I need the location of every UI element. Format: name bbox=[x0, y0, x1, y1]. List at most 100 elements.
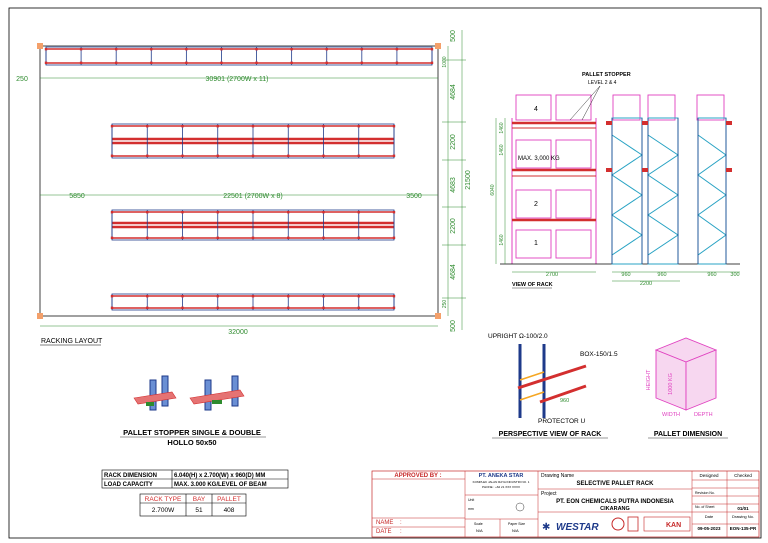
racking-layout-label: RACKING LAYOUT bbox=[41, 338, 103, 345]
pallet-load bbox=[555, 229, 592, 259]
capacity-label: MAX. 3,000 KG bbox=[518, 156, 560, 162]
pallet-load bbox=[555, 139, 592, 169]
level-label: 2 bbox=[534, 201, 538, 208]
drawing-name-label: Drawing Name bbox=[541, 473, 574, 479]
dim-left-offset: 250 bbox=[16, 76, 28, 83]
pallet-load bbox=[515, 189, 552, 219]
spec-table: RACK DIMENSION 6.040(H) x 2.700(W) x 960… bbox=[101, 469, 289, 517]
dim-width: 2700 bbox=[546, 272, 558, 278]
perspective-depth: 960 bbox=[560, 398, 569, 404]
pallet-width: WIDTH bbox=[662, 412, 680, 418]
date-label-2: Date bbox=[705, 514, 714, 519]
dim-small-a: 1000 bbox=[442, 56, 448, 67]
dim-right-f: 500 bbox=[450, 320, 457, 332]
paper-label: Paper Size bbox=[508, 522, 525, 526]
pallet-dimension: HEIGHT WIDTH DEPTH 1000 KG PALLET DIMENS… bbox=[646, 337, 728, 439]
drawing-no-label: Drawing No. bbox=[732, 514, 754, 519]
company-address: KOMPLEK JALAN RAYA INDUSTRI NO. 1 bbox=[473, 480, 530, 484]
level-label: 4 bbox=[534, 106, 538, 113]
dim-side-a: 960 bbox=[621, 272, 630, 278]
rack-row bbox=[110, 123, 396, 159]
protector-label: PROTECTOR U bbox=[538, 418, 585, 425]
sheet-value: 01/01 bbox=[737, 506, 749, 511]
column-marker bbox=[37, 43, 43, 49]
drawing-name: SELECTIVE PALLET RACK bbox=[577, 481, 655, 487]
pallet-weight: 1000 KG bbox=[668, 373, 674, 395]
designed-label: Designed bbox=[699, 473, 719, 478]
stopper-callout-1: PALLET STOPPER bbox=[582, 72, 631, 78]
pallet-load bbox=[515, 94, 552, 121]
pallet-load bbox=[515, 139, 552, 169]
pallet-load bbox=[612, 94, 641, 121]
company-phone: PHONE : +62 21 XXX XXXX bbox=[482, 485, 520, 489]
pallet-load bbox=[647, 94, 676, 121]
unit-label: Unit bbox=[468, 498, 474, 502]
dim-bottom-total: 32000 bbox=[228, 329, 248, 336]
date-value: 09-05-2023 bbox=[697, 526, 721, 531]
level-label: 1 bbox=[534, 240, 538, 247]
revision-label: Revision No. bbox=[695, 491, 715, 495]
spec-cell: 2.700W bbox=[152, 507, 175, 514]
perspective-view: UPRIGHT Ω-100/2.0 BOX-150/1.5 PROTECTOR … bbox=[488, 333, 618, 439]
pallet-stopper-detail: PALLET STOPPER SINGLE & DOUBLE HOLLO 50x… bbox=[120, 375, 266, 447]
column-marker bbox=[435, 313, 441, 319]
company-name: PT. ANEKA STAR bbox=[479, 473, 524, 479]
perspective-caption: PERSPECTIVE VIEW OF RACK bbox=[499, 431, 602, 438]
project-label: Project bbox=[541, 491, 557, 497]
dim-mid-length: 22501 (2700W x 8) bbox=[223, 193, 283, 200]
dim-side-d: 300 bbox=[730, 272, 739, 278]
rack-rows bbox=[44, 46, 434, 311]
box-label: BOX-150/1.5 bbox=[580, 351, 618, 358]
dim-right-total: 21500 bbox=[465, 170, 472, 190]
dim-elev-top: 1460 bbox=[499, 122, 505, 133]
dim-elev-mid: 1460 bbox=[499, 144, 505, 155]
kan-badge bbox=[643, 516, 691, 532]
spec-key: RACK DIMENSION bbox=[104, 473, 157, 479]
kan-logo: KAN bbox=[666, 522, 681, 529]
dim-side-b: 960 bbox=[657, 272, 666, 278]
stopper-caption-1: PALLET STOPPER SINGLE & DOUBLE bbox=[123, 428, 261, 437]
stopper-caption-2: HOLLO 50x50 bbox=[167, 438, 216, 447]
dim-right-a: 4684 bbox=[450, 84, 457, 100]
westar-logo: WESTAR bbox=[556, 522, 599, 533]
pallet-depth: DEPTH bbox=[694, 412, 713, 418]
date-colon: : bbox=[400, 529, 402, 535]
upright-label: UPRIGHT Ω-100/2.0 bbox=[488, 333, 548, 340]
dim-elev-total: 6040 bbox=[490, 184, 496, 195]
name-colon: : bbox=[400, 520, 402, 526]
spec-key: LOAD CAPACITY bbox=[104, 482, 153, 488]
column-marker bbox=[435, 43, 441, 49]
name-label: NAME bbox=[376, 520, 393, 526]
racking-layout-plan: 30901 (2700W x 11) 250 5850 22501 (2700W… bbox=[16, 30, 472, 346]
rack-elevation: 4 2 1 MAX. 3,000 KG PALLET STOPPER LEVEL… bbox=[490, 72, 740, 289]
dim-mid-left: 5850 bbox=[69, 193, 85, 200]
scale-label: Scale bbox=[474, 522, 483, 526]
pallet-load bbox=[555, 189, 592, 219]
spec-cell: 408 bbox=[224, 507, 235, 514]
pallet-load bbox=[515, 229, 552, 259]
scale-value: N/A bbox=[476, 528, 483, 533]
rack-row bbox=[110, 209, 396, 241]
dim-top-length: 30901 (2700W x 11) bbox=[206, 76, 269, 83]
dim-right-b: 2200 bbox=[450, 134, 457, 150]
sheet-label: No. of Sheet bbox=[695, 505, 714, 509]
westar-star-icon: ✱ bbox=[542, 522, 550, 533]
project-location: CIKARANG bbox=[600, 506, 630, 512]
drawing-no: EON-135-PR bbox=[730, 526, 757, 531]
spec-header: RACK TYPE bbox=[145, 496, 182, 503]
cert-badge-icon bbox=[627, 516, 639, 532]
spec-value: 6.040(H) x 2.700(W) x 960(D) MM bbox=[174, 473, 265, 479]
spec-header: PALLET bbox=[217, 496, 241, 503]
building-outline bbox=[39, 45, 439, 317]
cert-badge-icon bbox=[611, 517, 625, 531]
dim-right-d: 2200 bbox=[450, 218, 457, 234]
stopper-callout-2: LEVEL 2 & 4 bbox=[588, 80, 617, 86]
paper-value: N/A bbox=[512, 528, 519, 533]
dim-elev-low: 1460 bbox=[499, 234, 505, 245]
approved-label: APPROVED BY : bbox=[394, 473, 441, 479]
unit-value: mm bbox=[468, 507, 474, 511]
dim-mid-right: 3500 bbox=[406, 193, 422, 200]
spec-value: MAX. 3.000 KG/LEVEL OF BEAM bbox=[174, 482, 267, 488]
project-name: PT. EON CHEMICALS PUTRA INDONESIA bbox=[556, 499, 674, 505]
